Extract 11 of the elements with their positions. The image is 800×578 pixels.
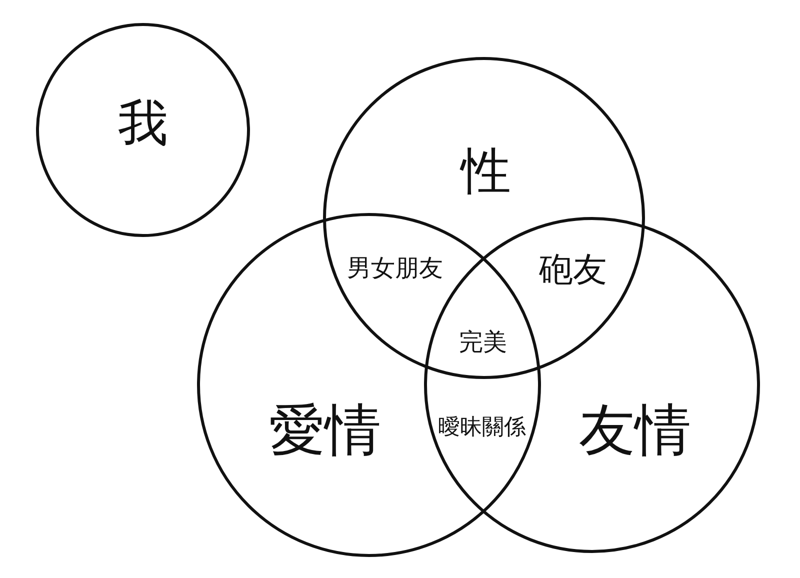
circle-label: 我 (118, 98, 168, 148)
circle-label: 愛情 (269, 403, 381, 459)
circle (197, 213, 541, 557)
region-label: 完美 (459, 330, 507, 354)
region-label: 曖昧關係 (438, 417, 526, 439)
circle-label: 友情 (579, 403, 691, 459)
circle-label: 性 (461, 146, 511, 196)
circle (36, 23, 250, 237)
circle (323, 57, 645, 379)
region-label: 砲友 (539, 253, 607, 287)
region-label: 男女朋友 (347, 256, 443, 280)
